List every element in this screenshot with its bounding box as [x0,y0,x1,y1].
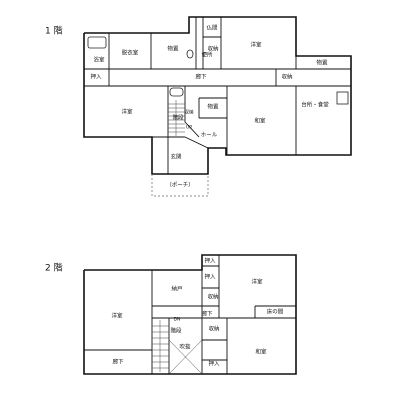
porch-outline [151,174,209,197]
room-japanese: 和室 [255,348,267,356]
room-western-w: 洋室 [121,108,133,116]
room-western-w: 洋室 [111,312,123,320]
stairs-up-marker: UP [186,125,192,131]
room-closet-b: 収納 [208,325,220,333]
room-tokonoma: 床の間 [267,308,284,316]
room-japanese: 和室 [254,117,266,125]
room-closet-b: 収納 [281,73,293,81]
room-porch: （ポーチ） [166,182,194,189]
room-toilet: 便所 [201,51,213,59]
room-closet-a: 収納 [207,45,219,53]
toilet-icon [186,49,194,59]
room-oshiire-side: 押入 [204,273,216,281]
room-oshiire: 押入 [90,73,102,81]
room-dressing: 脱衣室 [122,49,139,57]
room-entrance: 玄関 [170,153,182,161]
room-storage1: 物置 [167,45,179,53]
room-hall: ホール [201,132,218,139]
room-oshiire-top: 押入 [204,257,216,265]
room-corridor-mid: 廊下 [201,310,213,318]
room-altar: 仏間 [206,25,218,32]
floor1-partitions [84,17,351,174]
floor1-staircase [168,100,185,136]
floor2-partitions [84,255,296,374]
room-stairs: 階段 [170,327,182,335]
floor2-plan: 2 階 [45,254,297,375]
stairs-down-marker: DN [174,317,181,323]
room-western-ne: 洋室 [251,278,263,286]
room-western-ne: 洋室 [250,41,262,49]
room-corridor: 廊下 [195,73,207,81]
room-stair-closet: 収納 [185,109,194,116]
floor1-title: 1 階 [45,26,63,37]
room-storage2: 物置 [207,103,219,111]
room-kitchen: 台所・食堂 [301,101,329,109]
room-corridor-bottom: 廊下 [112,358,124,366]
room-storeroom: 納戸 [171,285,183,293]
kitchen-sink-icon [336,91,349,105]
room-storage-ne: 物置 [316,59,328,67]
room-oshiire-bottom: 押入 [208,360,220,368]
washbasin-icon [169,87,184,97]
floor2-title: 2 階 [45,263,63,274]
floor1-plan: 1 階 [45,16,352,197]
room-closet-a: 収納 [207,293,219,301]
room-stairs: 階段 [172,114,184,122]
room-fukinuke: 吹抜 [179,343,191,351]
bathtub-icon [87,36,107,49]
floor1-outer-wall [83,16,352,175]
floor2-staircase [152,320,203,375]
room-bath: 浴室 [93,56,105,64]
